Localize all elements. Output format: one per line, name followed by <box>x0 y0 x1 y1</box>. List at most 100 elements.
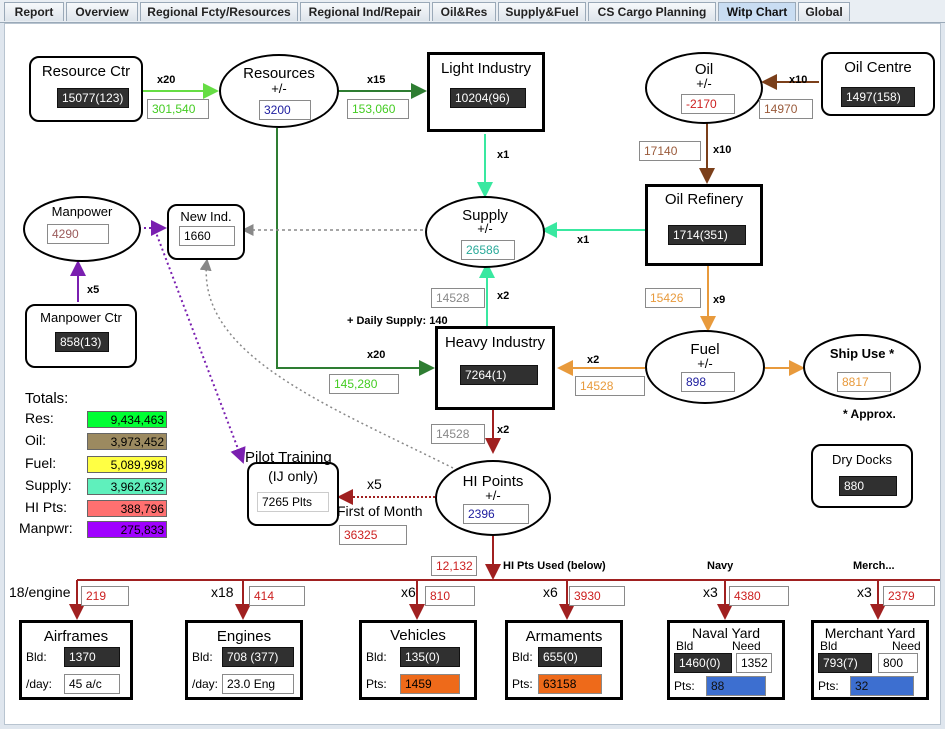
manpower-node[interactable]: Manpower 4290 <box>23 196 141 262</box>
tab-witp-chart[interactable]: Witp Chart <box>718 2 796 21</box>
total-supply-label: Supply: <box>25 477 72 493</box>
oil-refinery-value: 1714(351) <box>668 225 746 245</box>
vehicles-bld: 135(0) <box>400 647 460 667</box>
total-manpwr-label: Manpwr: <box>19 520 73 536</box>
engines-node[interactable]: Engines Bld: 708 (377) /day: 23.0 Eng <box>185 620 303 700</box>
fuel-node[interactable]: Fuel +/- 898 <box>645 330 765 404</box>
manpower-ctr-title: Manpower Ctr <box>40 310 122 325</box>
vehicles-node[interactable]: Vehicles Bld: 135(0) Pts: 1459 <box>359 620 477 700</box>
oc-to-oil-mult: x10 <box>789 74 808 86</box>
hi-to-pts-mult: x2 <box>497 424 510 436</box>
total-fuel-value: 5,089,998 <box>87 456 167 473</box>
tab-bar: Report Overview Regional Fcty/Resources … <box>0 0 945 23</box>
merchant-bld-label: Bld <box>820 639 838 653</box>
resources-plusminus: +/- <box>271 81 287 96</box>
airframes-bld: 1370 <box>64 647 120 667</box>
heavy-industry-title: Heavy Industry <box>444 334 546 351</box>
tab-cs-cargo-planning[interactable]: CS Cargo Planning <box>588 2 716 21</box>
armaments-bld: 655(0) <box>538 647 602 667</box>
airframes-rate: 45 a/c <box>64 674 120 694</box>
fuel-to-hi-value: 14528 <box>575 376 645 396</box>
res-to-li-mult: x15 <box>367 74 386 86</box>
rc-to-res-mult: x20 <box>157 74 176 86</box>
engines-mult: x18 <box>211 584 234 600</box>
res-to-li-value: 153,060 <box>347 99 409 119</box>
engines-bld-label: Bld: <box>192 650 213 664</box>
naval-bld-label: Bld <box>676 639 694 653</box>
airframes-cost: 219 <box>81 586 129 606</box>
supply-value: 26586 <box>461 240 515 260</box>
tab-oil-res[interactable]: Oil&Res <box>432 2 496 21</box>
merch-note: Merch... <box>853 560 895 572</box>
tab-overview[interactable]: Overview <box>66 2 138 21</box>
resources-node[interactable]: Resources +/- 3200 <box>219 54 339 128</box>
merchant-pts: 32 <box>850 676 914 696</box>
resource-ctr-value: 15077(123) <box>57 88 129 108</box>
naval-yard-title: Naval Yard <box>692 625 760 641</box>
naval-need: 1352 <box>736 653 772 673</box>
resources-title: Resources <box>243 65 315 82</box>
ref-to-fuel-mult: x9 <box>713 294 726 306</box>
tab-regional-fcty-resources[interactable]: Regional Fcty/Resources <box>140 2 298 21</box>
hi-points-node[interactable]: HI Points +/- 2396 <box>435 460 551 536</box>
oil-node[interactable]: Oil +/- -2170 <box>645 52 763 124</box>
pilot-training-node[interactable]: Pilot Training (IJ only) 7265 Plts <box>245 450 339 526</box>
totals-panel: Totals: Res: 9,434,463 Oil: 3,973,452 Fu… <box>17 390 167 540</box>
hi-points-title: HI Points <box>462 473 524 490</box>
resource-ctr-title: Resource Ctr <box>41 63 131 80</box>
airframes-bld-label: Bld: <box>26 650 47 664</box>
hi-to-pts-value: 14528 <box>431 424 485 444</box>
total-fuel-label: Fuel: <box>25 455 57 471</box>
naval-need-label: Need <box>732 639 761 653</box>
tab-supply-fuel[interactable]: Supply&Fuel <box>498 2 586 21</box>
dry-docks-node[interactable]: Dry Docks 880 <box>811 444 913 508</box>
fuel-to-hi-mult: x2 <box>587 354 600 366</box>
oil-centre-node[interactable]: Oil Centre 1497(158) <box>821 52 935 116</box>
oil-refinery-title: Oil Refinery <box>664 191 744 208</box>
new-ind-node[interactable]: New Ind. 1660 <box>167 204 245 260</box>
oil-refinery-node[interactable]: Oil Refinery 1714(351) <box>645 184 763 266</box>
oil-centre-title: Oil Centre <box>844 59 912 76</box>
ref-to-supply-mult: x1 <box>577 234 590 246</box>
manpower-ctr-value: 858(13) <box>55 332 109 352</box>
navy-note: Navy <box>707 560 734 572</box>
engines-title: Engines <box>216 628 272 645</box>
supply-title: Supply <box>462 207 508 224</box>
tab-report[interactable]: Report <box>4 2 64 21</box>
tab-global[interactable]: Global <box>798 2 850 21</box>
light-industry-node[interactable]: Light Industry 10204(96) <box>427 52 545 132</box>
light-industry-title: Light Industry <box>440 60 532 77</box>
total-res-value: 9,434,463 <box>87 411 167 428</box>
supply-node[interactable]: Supply +/- 26586 <box>425 196 545 268</box>
pilot-training-value: 7265 Plts <box>257 492 329 512</box>
merchant-yard-node[interactable]: Merchant Yard Bld Need 793(7) 800 Pts: 3… <box>811 620 929 700</box>
hi-points-plusminus: +/- <box>485 488 501 503</box>
armaments-pts-label: Pts: <box>512 677 533 691</box>
li-to-supply-mult: x1 <box>497 149 510 161</box>
total-manpwr-value: 275,833 <box>87 521 167 538</box>
naval-yard-node[interactable]: Naval Yard Bld Need 1460(0) 1352 Pts: 88 <box>667 620 785 700</box>
engines-rate-label: /day: <box>192 677 219 691</box>
airframes-title: Airframes <box>43 628 109 645</box>
supply-hi-value: 14528 <box>431 288 485 308</box>
naval-mult: x3 <box>703 584 718 600</box>
manpower-ctr-node[interactable]: Manpower Ctr 858(13) <box>25 304 137 368</box>
naval-pts-label: Pts: <box>674 679 695 693</box>
resource-ctr-node[interactable]: Resource Ctr 15077(123) <box>29 56 143 122</box>
ship-use-title: Ship Use * <box>829 346 895 361</box>
engines-bld: 708 (377) <box>222 647 294 667</box>
total-oil-label: Oil: <box>25 432 46 448</box>
ship-use-value: 8817 <box>837 372 891 392</box>
naval-bld: 1460(0) <box>674 653 732 673</box>
naval-pts: 88 <box>706 676 766 696</box>
total-res-label: Res: <box>25 410 54 426</box>
tab-regional-ind-repair[interactable]: Regional Ind/Repair <box>300 2 430 21</box>
armaments-node[interactable]: Armaments Bld: 655(0) Pts: 63158 <box>505 620 623 700</box>
heavy-industry-node[interactable]: Heavy Industry 7264(1) <box>435 326 555 410</box>
oc-to-oil-value: 14970 <box>759 99 813 119</box>
pilot-training-sub: (IJ only) <box>268 468 318 484</box>
ship-use-node[interactable]: Ship Use * 8817 <box>803 334 921 400</box>
total-supply-value: 3,962,632 <box>87 478 167 495</box>
oil-value: -2170 <box>681 94 735 114</box>
airframes-node[interactable]: Airframes Bld: 1370 /day: 45 a/c <box>19 620 133 700</box>
